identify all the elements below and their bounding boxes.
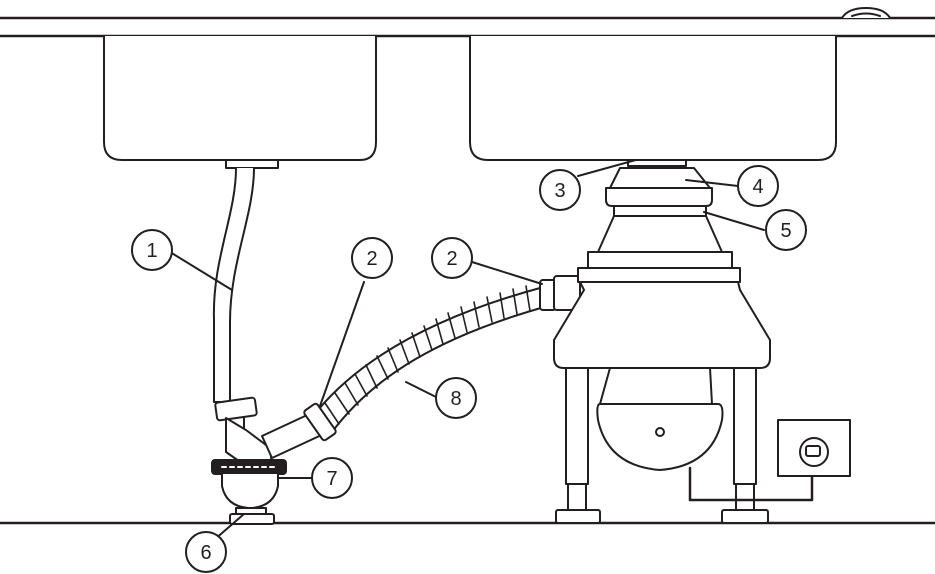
sink-basin-right <box>469 35 837 161</box>
hose-clamp-left <box>303 402 337 442</box>
callout-7-label: 7 <box>326 468 337 490</box>
callout-4-label: 4 <box>752 176 763 198</box>
callout-3-label: 3 <box>554 180 565 202</box>
callout-7: 7 <box>311 457 353 499</box>
leader-lines <box>169 159 765 541</box>
callout-5-label: 5 <box>780 220 791 242</box>
power-cord <box>688 458 814 502</box>
floor-drain <box>211 459 287 525</box>
countertop <box>0 7 935 38</box>
corrugated-hose <box>317 285 549 433</box>
callout-2b-label: 2 <box>446 248 457 270</box>
callout-8-label: 8 <box>450 388 461 410</box>
disposer-inlet <box>553 275 581 311</box>
slip-nut-upper <box>214 396 258 422</box>
callout-1-label: 1 <box>146 240 157 262</box>
left-sink-drain-collar <box>225 159 279 169</box>
wall-outlet-icon <box>777 419 851 477</box>
disposer-unit <box>553 159 771 471</box>
callout-3: 3 <box>539 169 581 211</box>
callout-2b: 2 <box>431 237 473 279</box>
sink-basin-left <box>103 35 377 161</box>
callout-2a: 2 <box>351 237 393 279</box>
callout-6: 6 <box>185 531 227 573</box>
callout-5: 5 <box>765 209 807 251</box>
disposer-legs <box>555 367 769 524</box>
callout-2a-label: 2 <box>366 248 377 270</box>
callout-4: 4 <box>737 165 779 207</box>
callout-1: 1 <box>131 229 173 271</box>
callout-8: 8 <box>435 377 477 419</box>
callout-6-label: 6 <box>200 542 211 564</box>
